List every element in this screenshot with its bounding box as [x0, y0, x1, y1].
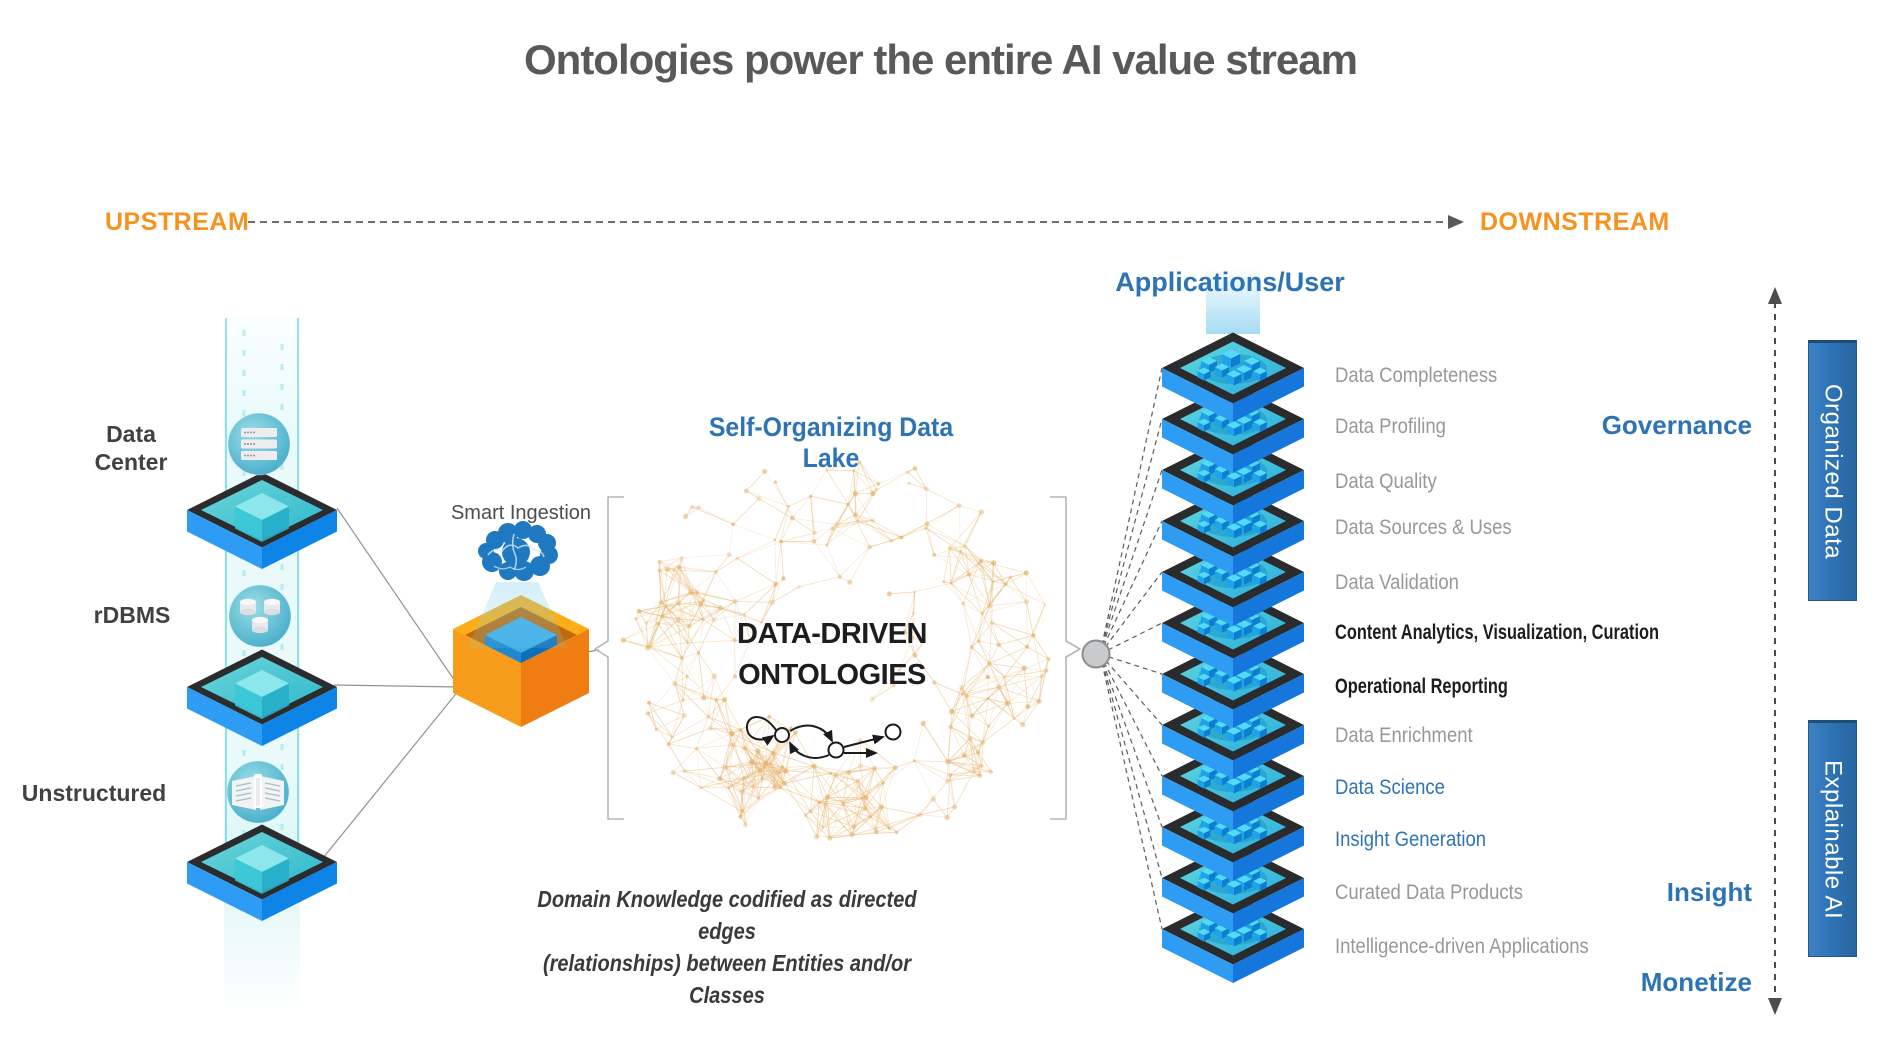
organized-data-bar: Organized Data — [1808, 340, 1857, 601]
stage-governance: Governance — [1601, 410, 1752, 440]
server-rack-icon — [227, 412, 291, 476]
stack-label-data-quality: Data Quality — [1335, 470, 1437, 493]
source-platforms — [187, 472, 337, 921]
database-icon — [228, 584, 292, 648]
stack-label-data-sources-uses: Data Sources & Uses — [1335, 516, 1512, 539]
stack-label-data-science: Data Science — [1335, 776, 1445, 799]
data-lake-heading: Self-Organizing Data Lake — [708, 412, 954, 473]
stack-label-intelligence-driven-apps: Intelligence-driven Applications — [1335, 935, 1589, 958]
source-label-data-center: Data Center — [94, 421, 168, 475]
downstream-label: DOWNSTREAM — [1480, 208, 1670, 236]
lake-brackets — [594, 496, 1081, 820]
page-title: Ontologies power the entire AI value str… — [524, 36, 1358, 83]
stack-label-curated-data-products: Curated Data Products — [1335, 881, 1523, 904]
stack-label-operational-reporting: Operational Reporting — [1335, 675, 1508, 698]
stack-label-data-validation: Data Validation — [1335, 571, 1459, 594]
stack-label-data-enrichment: Data Enrichment — [1335, 724, 1473, 747]
explainable-ai-bar: Explainable AI — [1808, 720, 1857, 957]
upstream-label: UPSTREAM — [105, 208, 250, 236]
stage-monetize: Monetize — [1640, 967, 1752, 997]
gold-network — [620, 460, 1051, 841]
stack-glow — [1206, 268, 1260, 334]
stage-insight: Insight — [1666, 877, 1752, 907]
domain-knowledge-caption: Domain Knowledge codified as directed ed… — [537, 886, 917, 1008]
fan-connectors — [1099, 367, 1163, 930]
smart-ingestion-cube — [453, 582, 589, 727]
source-label-rdbms: rDBMS — [93, 602, 171, 628]
open-book-icon — [226, 760, 290, 824]
stack-label-insight-generation: Insight Generation — [1335, 828, 1487, 851]
stack-label-data-completeness: Data Completeness — [1335, 364, 1498, 387]
value-axis-arrow — [1768, 287, 1782, 1015]
stack-label-data-profiling: Data Profiling — [1335, 415, 1446, 438]
source-label-unstructured: Unstructured — [21, 780, 167, 806]
stack-label-content-analytics: Content Analytics, Visualization, Curati… — [1335, 621, 1660, 644]
directed-graph-icon — [746, 716, 902, 759]
hub-node — [1081, 639, 1111, 669]
brain-icon — [478, 521, 558, 581]
smart-ingestion-label: Smart Ingestion — [450, 502, 592, 524]
flow-arrow — [248, 215, 1464, 229]
applications-user-heading: Applications/User — [1115, 267, 1345, 297]
application-stack — [1162, 333, 1304, 984]
data-lake-core-label: DATA-DRIVEN ONTOLOGIES — [737, 618, 927, 691]
